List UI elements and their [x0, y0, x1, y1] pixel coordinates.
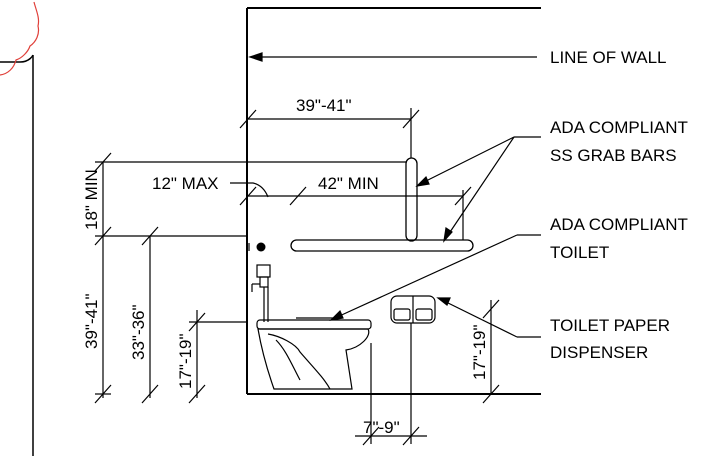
- wall: [246, 7, 541, 395]
- dim-vertical-bar-height: 18" MIN: [82, 169, 101, 230]
- toilet: [251, 264, 372, 390]
- horizontal-grab-bar: [290, 239, 474, 252]
- toilet-paper-dispenser: [390, 295, 436, 324]
- wall-leader: [248, 52, 537, 62]
- revision-cloud: [0, 1, 40, 76]
- callout-grab-bars-line1: ADA COMPLIANT: [550, 118, 688, 137]
- sheet-border: [0, 54, 34, 456]
- dim-flush-height: 33"-36": [129, 304, 148, 360]
- dim-max-rear-offset: 12" MAX: [152, 174, 219, 193]
- dimension-lines: [94, 108, 500, 446]
- callout-leaders: [329, 136, 541, 338]
- dim-grab-bar-side: 39"-41": [296, 96, 352, 115]
- callout-toilet-line1: ADA COMPLIANT: [550, 215, 688, 234]
- callout-line-of-wall: LINE OF WALL: [550, 48, 667, 67]
- callout-grab-bars-line2: SS GRAB BARS: [550, 146, 677, 165]
- dim-bar-height: 39"-41": [82, 293, 101, 349]
- callout-paper-line2: DISPENSER: [550, 343, 648, 362]
- vertical-grab-bar: [405, 157, 418, 242]
- dim-seat-height: 17"-19": [176, 333, 195, 389]
- flush-sensor: [248, 242, 266, 252]
- dim-dispenser-height: 17"-19": [470, 324, 489, 380]
- dim-dispenser-offset: 7"-9": [363, 418, 400, 437]
- dim-rear-bar-length: 42" MIN: [318, 174, 379, 193]
- callout-toilet-line2: TOILET: [550, 243, 609, 262]
- callout-paper-line1: TOILET PAPER: [550, 316, 670, 335]
